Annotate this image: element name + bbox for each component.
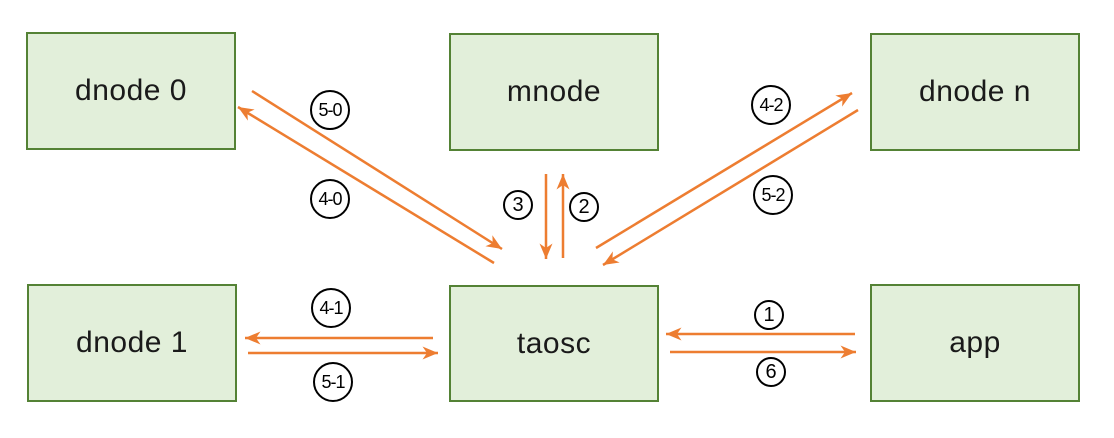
edge-label-6: 6 (756, 357, 786, 387)
node-dnode-0: dnode 0 (26, 32, 236, 150)
node-mnode-label: mnode (506, 75, 602, 108)
arrow-5-0-dnode0-to-taosc (251, 89, 503, 251)
node-app-label: app (949, 326, 1001, 359)
node-app: app (870, 284, 1080, 402)
arrow-4-0-taosc-to-dnode0 (237, 105, 495, 265)
edge-label-4-2: 4-2 (751, 85, 791, 125)
node-mnode: mnode (449, 33, 659, 151)
arrow-5-2-dnoden-to-taosc (602, 108, 859, 267)
node-taosc: taosc (449, 285, 659, 402)
edge-label-5-2: 5-2 (753, 175, 793, 215)
edge-label-2: 2 (569, 192, 599, 222)
node-dnode-1-label: dnode 1 (76, 326, 188, 359)
edge-label-3: 3 (503, 190, 533, 220)
edge-label-4-1: 4-1 (311, 288, 351, 328)
edge-label-5-1: 5-1 (313, 362, 353, 402)
edge-label-5-0: 5-0 (310, 90, 350, 130)
node-dnode-1: dnode 1 (27, 284, 237, 402)
edge-label-1: 1 (754, 300, 784, 330)
node-taosc-label: taosc (516, 326, 592, 360)
node-dnode-n: dnode n (870, 33, 1080, 151)
edge-label-4-0: 4-0 (310, 179, 350, 219)
node-dnode-0-label: dnode 0 (75, 74, 187, 107)
arrow-4-2-taosc-to-dnoden (595, 91, 853, 250)
node-dnode-n-label: dnode n (919, 75, 1031, 108)
